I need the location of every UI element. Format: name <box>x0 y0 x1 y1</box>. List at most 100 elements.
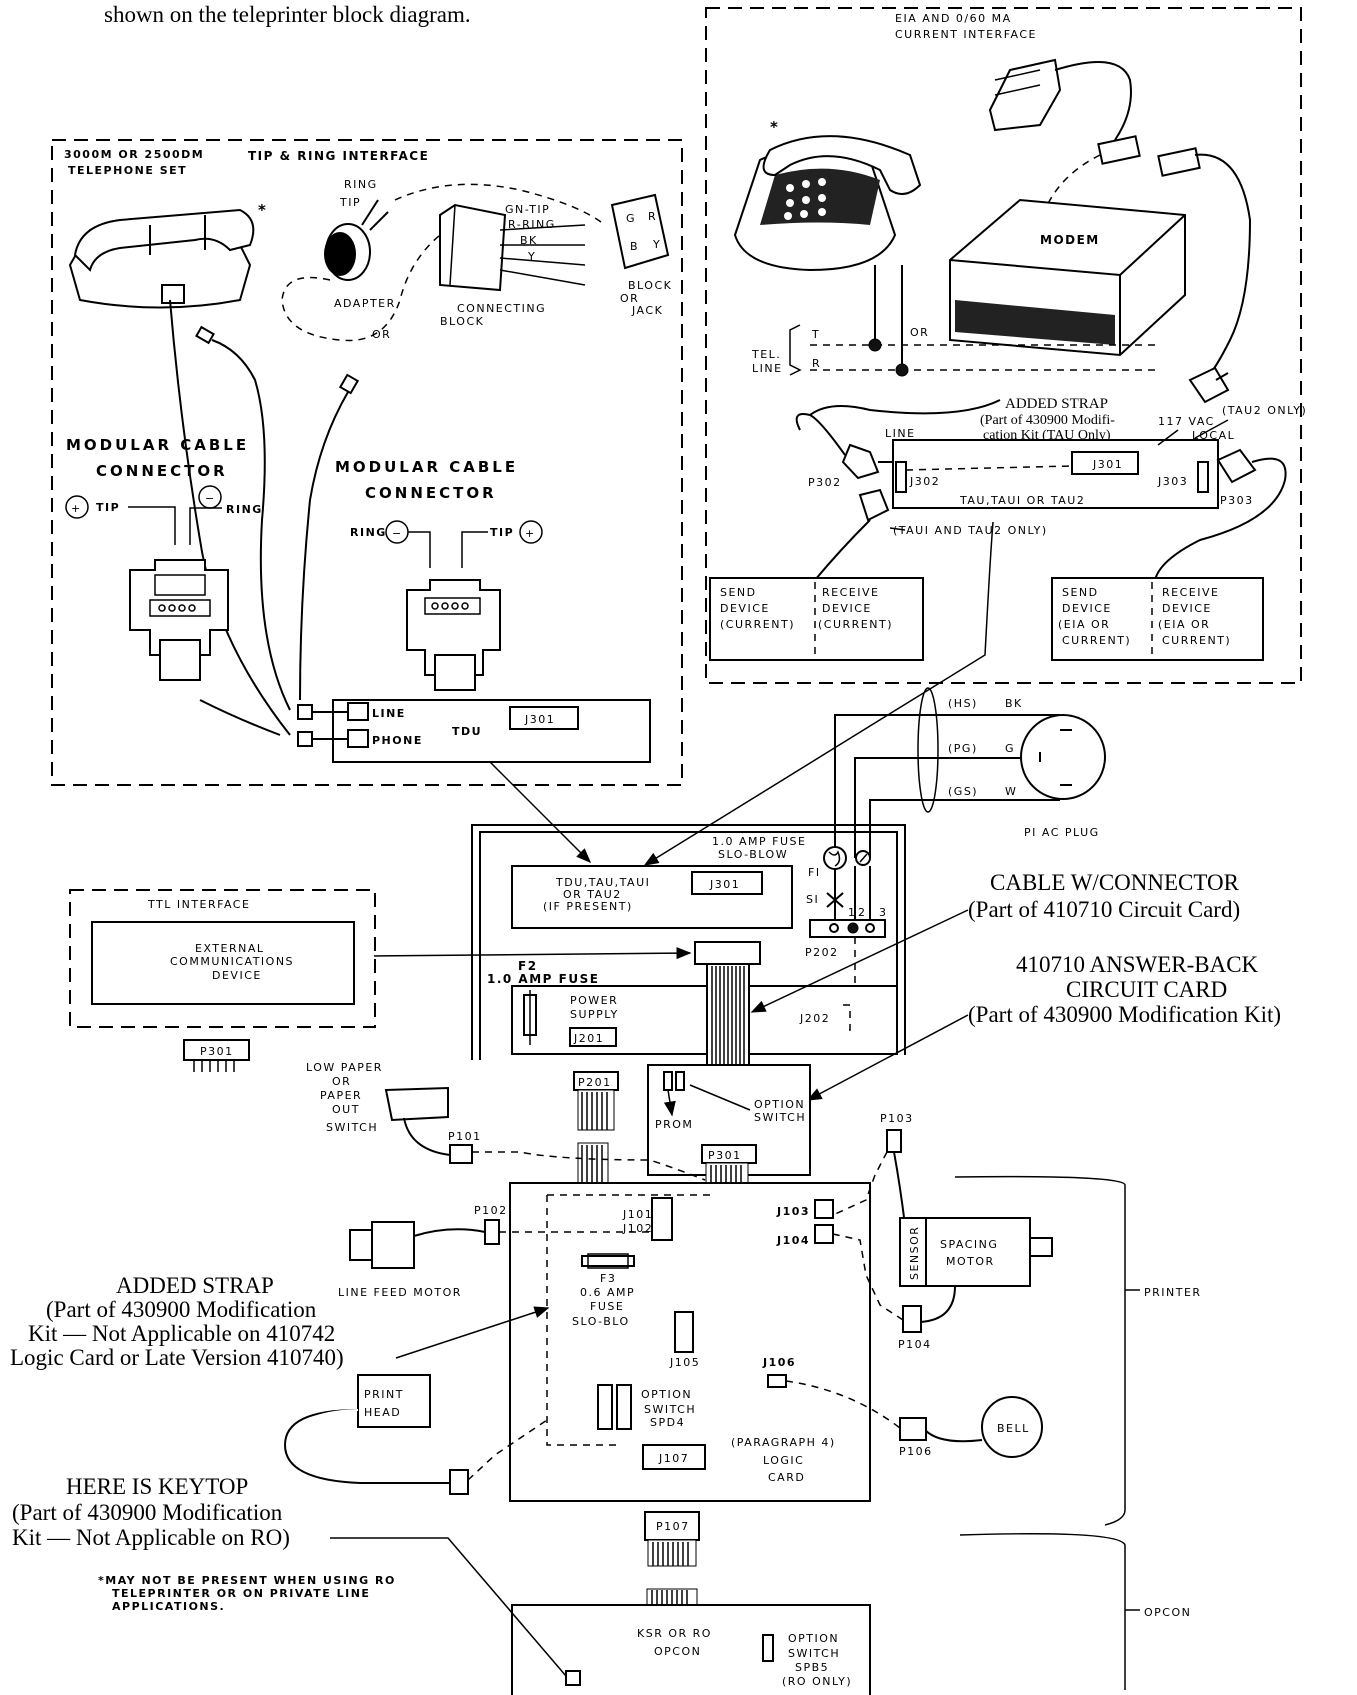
mod2-b: CONNECTOR <box>365 484 497 502</box>
ph-print: PRINT <box>364 1388 404 1401</box>
ttl-p301: P301 <box>200 1045 234 1058</box>
send-eia-4: CURRENT) <box>1062 634 1131 647</box>
tel-line-2: LINE <box>752 362 783 375</box>
phone-model-2: TELEPHONE SET <box>68 164 187 177</box>
p202-pin2: 2 <box>858 906 867 919</box>
tdu-line: LINE <box>372 707 406 720</box>
tip-asterisk: * <box>258 201 269 219</box>
ac-w: W <box>1005 785 1017 798</box>
opcon-opt-1: OPTION <box>788 1632 839 1645</box>
j105-label: J105 <box>669 1356 700 1369</box>
ttl-ext-2: COMMUNICATIONS <box>170 955 294 968</box>
callout-ab-1: 410710 ANSWER-BACK <box>1016 952 1259 977</box>
tdu-label: TDU <box>452 725 482 738</box>
p101-label: P101 <box>448 1130 482 1143</box>
opcon-label: OPCON <box>1144 1606 1191 1619</box>
mod2-ring: RING <box>350 526 387 539</box>
j103-label: J103 <box>776 1205 810 1218</box>
p202-pin3: 3 <box>879 906 888 919</box>
fuse-f1-switch-s1: 1.0 AMP FUSE SLO-BLOW FI SI 1 2 3 P202 <box>712 835 888 996</box>
eia-current-interface-panel: EIA AND 0/60 MA CURRENT INTERFACE * <box>705 7 1306 684</box>
adapter-label: ADAPTER <box>334 297 396 310</box>
p202-pin1: 1 <box>848 906 857 919</box>
ac-pg: (PG) <box>948 742 978 755</box>
eia-panel-border <box>705 7 1302 684</box>
recv-eia-4: CURRENT) <box>1162 634 1231 647</box>
adapter-ring: RING <box>344 178 378 191</box>
tel-r: R <box>812 357 821 370</box>
line-feed-motor: P102 LINE FEED MOTOR <box>338 1204 652 1299</box>
fuse1: 1.0 AMP FUSE <box>712 835 806 848</box>
f3-fuse: FUSE <box>590 1300 624 1313</box>
spacing-motor: P103 SENSOR SPACING MOTOR P104 PRINTER <box>832 1112 1200 1526</box>
phone-model-1: 3000M OR 2500DM <box>64 148 204 161</box>
j107-label: J107 <box>658 1452 689 1465</box>
jack-y: Y <box>652 238 661 251</box>
keytop-3: Kit — Not Applicable on RO) <box>12 1525 290 1550</box>
tau1-plug <box>858 488 890 522</box>
connecting-2: BLOCK <box>440 315 484 328</box>
tdu-board: LINE PHONE TDU J301 <box>297 699 651 763</box>
data-coupler <box>988 58 1252 381</box>
ab-option-1: OPTION <box>754 1098 805 1111</box>
modular-connector-1: + TIP − RING <box>65 485 261 681</box>
send-eia-1: SEND <box>1062 586 1099 599</box>
fuse2: SLO-BLOW <box>718 848 788 861</box>
prom-label: PROM <box>655 1118 693 1131</box>
sm-spacing: SPACING <box>940 1238 998 1251</box>
connecting-block: GN-TIP R-RING BK Y CONNECTING BLOCK <box>394 183 606 328</box>
svg-text:−: − <box>392 527 403 540</box>
tdu-tau-slot: J301 TDU,TAU,TAUI OR TAU2 (IF PRESENT) <box>511 865 793 929</box>
tau-board-label: TAU,TAUI OR TAU2 <box>959 494 1085 507</box>
f3-label: F3 <box>600 1272 616 1285</box>
strap-callout-4: Logic Card or Late Version 410740) <box>10 1345 344 1370</box>
recv-cur-2: DEVICE <box>822 602 872 615</box>
wire-bk: BK <box>520 234 538 247</box>
tip-ring-title: TIP & RING INTERFACE <box>248 149 429 163</box>
top-caption: shown on the teleprinter block diagram. <box>104 2 471 27</box>
phone-cords <box>169 299 360 736</box>
recv-eia-3: (EIA OR <box>1158 618 1210 631</box>
lc-card: CARD <box>768 1471 805 1484</box>
mod2-a: MODULAR CABLE <box>335 458 518 476</box>
here-is-keytop <box>565 1670 581 1686</box>
ksr-1: KSR OR RO <box>637 1627 712 1640</box>
spd4-name: SPD4 <box>650 1416 685 1429</box>
spd4-option: OPTION <box>641 1388 692 1401</box>
block-or: OR <box>620 292 639 305</box>
tdu-slot-j301: J301 <box>709 878 740 891</box>
block-or-jack: G R B Y BLOCK OR JACK <box>610 193 671 317</box>
eia-asterisk: * <box>770 118 781 136</box>
p202-label: P202 <box>805 946 839 959</box>
callout-cable-1: CABLE W/CONNECTOR <box>990 870 1240 895</box>
eia-devices: SEND DEVICE (EIA OR CURRENT) RECEIVE DEV… <box>1051 577 1264 661</box>
ab-p301: P301 <box>708 1149 742 1162</box>
tdu-j301: J301 <box>524 713 555 726</box>
tel-or: OR <box>910 326 929 339</box>
recv-eia-1: RECEIVE <box>1162 586 1219 599</box>
tdu-slot-2: OR TAU2 <box>563 888 622 901</box>
recv-cur-1: RECEIVE <box>822 586 879 599</box>
p103-label: P103 <box>880 1112 914 1125</box>
p102-label: P102 <box>474 1204 508 1217</box>
ph-head: HEAD <box>364 1406 401 1419</box>
ttl-ext-1: EXTERNAL <box>195 942 265 955</box>
lp-3: PAPER <box>320 1089 362 1102</box>
tip-ring-interface-panel: 3000M OR 2500DM TELEPHONE SET TIP & RING… <box>51 139 683 786</box>
ttl-title: TTL INTERFACE <box>147 898 250 911</box>
opcon-opt-4: (RO ONLY) <box>782 1675 852 1688</box>
bell: BELL P106 <box>785 1380 1043 1458</box>
ac-g: G <box>1005 742 1015 755</box>
connecting-1: CONNECTING <box>457 302 546 315</box>
eia-title-1: EIA AND 0/60 MA <box>895 12 1012 25</box>
strap-callout-1: ADDED STRAP <box>116 1273 274 1298</box>
modular-connector-2: RING − TIP + <box>350 520 543 691</box>
jack-b: B <box>630 240 639 253</box>
ac-plug-117 <box>1188 366 1230 404</box>
tau1-tau2-only: (TAUI AND TAU2 ONLY) <box>893 524 1048 537</box>
mod2-tip: TIP <box>490 526 514 539</box>
desk-telephone: * <box>733 118 922 272</box>
ttl-interface: TTL INTERFACE EXTERNAL COMMUNICATIONS DE… <box>69 889 376 1072</box>
modem-label: MODEM <box>1040 233 1100 247</box>
